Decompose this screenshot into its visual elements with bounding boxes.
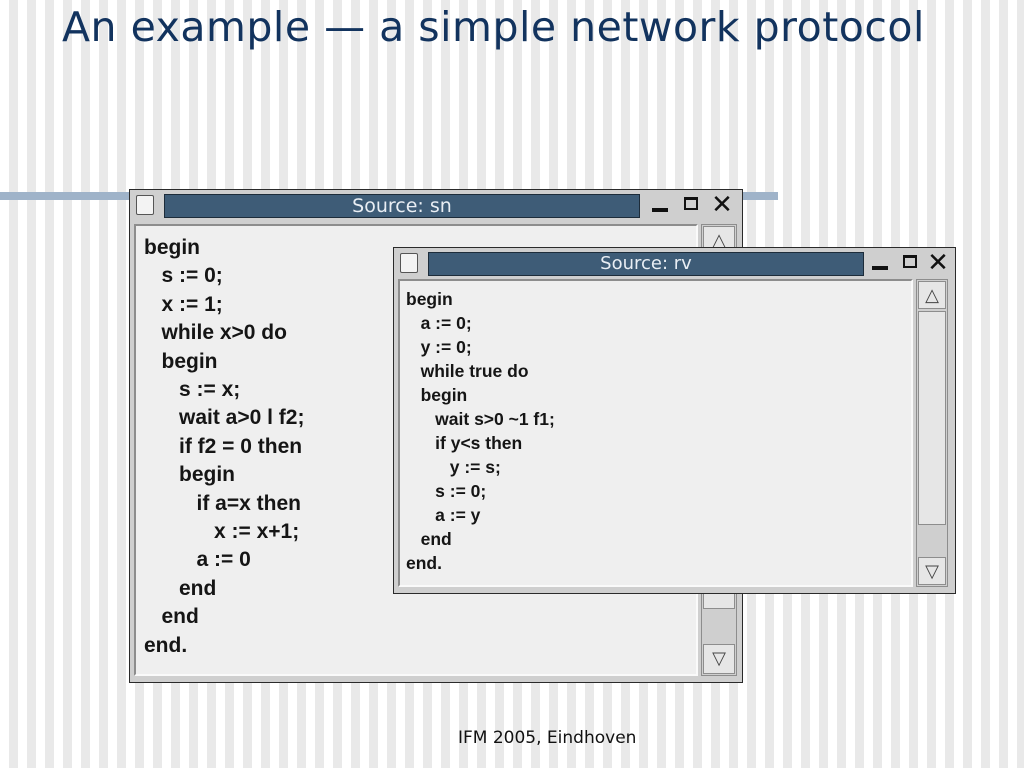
scroll-thumb-rv[interactable] bbox=[918, 311, 946, 525]
window-title-sn: Source: sn bbox=[164, 194, 640, 218]
minimize-icon[interactable] bbox=[869, 250, 893, 276]
window-title-rv: Source: rv bbox=[428, 252, 864, 276]
arrow-down-icon[interactable]: ▽ bbox=[703, 644, 735, 674]
source-window-rv[interactable]: Source: rv ✕ begin a := 0; y := 0; while… bbox=[393, 247, 956, 594]
source-code-sn: begin s := 0; x := 1; while x>0 do begin… bbox=[144, 236, 305, 657]
window-menu-button-rv[interactable] bbox=[400, 253, 418, 273]
arrow-up-icon[interactable]: △ bbox=[918, 281, 946, 309]
close-icon[interactable]: ✕ bbox=[927, 248, 949, 278]
code-area-rv[interactable]: begin a := 0; y := 0; while true do begi… bbox=[398, 279, 913, 587]
titlebar-rv[interactable]: Source: rv ✕ bbox=[394, 248, 955, 280]
arrow-down-icon[interactable]: ▽ bbox=[918, 557, 946, 585]
close-icon[interactable]: ✕ bbox=[711, 190, 733, 220]
maximize-icon[interactable] bbox=[899, 250, 923, 276]
scrollbar-rv[interactable]: △ ▽ bbox=[916, 279, 948, 587]
minimize-icon[interactable] bbox=[649, 192, 673, 218]
slide-footer: IFM 2005, Eindhoven bbox=[458, 728, 637, 748]
source-code-rv: begin a := 0; y := 0; while true do begi… bbox=[406, 289, 555, 573]
maximize-icon[interactable] bbox=[680, 192, 704, 218]
titlebar-sn[interactable]: Source: sn ✕ bbox=[130, 190, 742, 222]
window-menu-button-sn[interactable] bbox=[136, 195, 154, 215]
slide-title: An example — a simple network protocol bbox=[62, 3, 925, 51]
